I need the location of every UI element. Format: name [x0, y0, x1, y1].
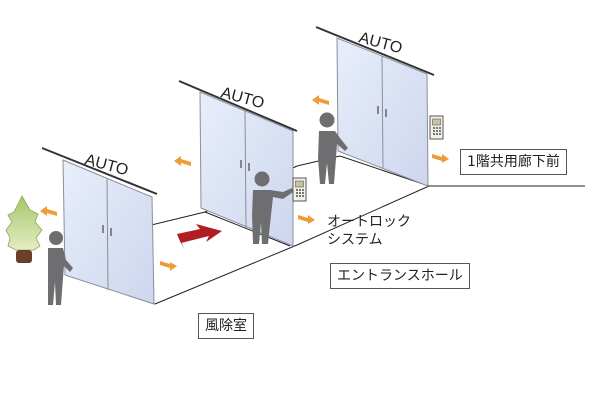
plant-icon [5, 195, 43, 263]
direction-arrow-icon [298, 215, 315, 224]
autolock-system-label: オートロック システム [327, 213, 411, 249]
intercom-icon [429, 115, 444, 140]
door-motion-arrows [40, 95, 449, 271]
person-icon [48, 231, 73, 305]
direction-arrow-icon [174, 156, 191, 166]
direction-arrow-icon [160, 261, 177, 271]
direction-arrow-icon [312, 95, 329, 105]
corridor-label: 1階共用廊下前 [460, 149, 567, 175]
entry-direction-arrow [177, 224, 222, 249]
autolock-label-line-1: オートロック [327, 214, 411, 230]
person-icon [252, 171, 293, 244]
direction-arrow-icon [432, 154, 449, 163]
intercom-icon [292, 177, 307, 202]
person-icon [318, 112, 348, 184]
door-1: AUTO [41, 147, 158, 305]
windbreak-room-label: 風除室 [198, 313, 254, 339]
door-2: AUTO [178, 80, 298, 247]
autolock-label-line-2: システム [327, 232, 383, 248]
direction-arrow-icon [177, 224, 222, 243]
direction-arrow-icon [40, 206, 57, 216]
entrance-hall-label: エントランスホール [330, 263, 470, 289]
door-3: AUTO [315, 26, 435, 187]
